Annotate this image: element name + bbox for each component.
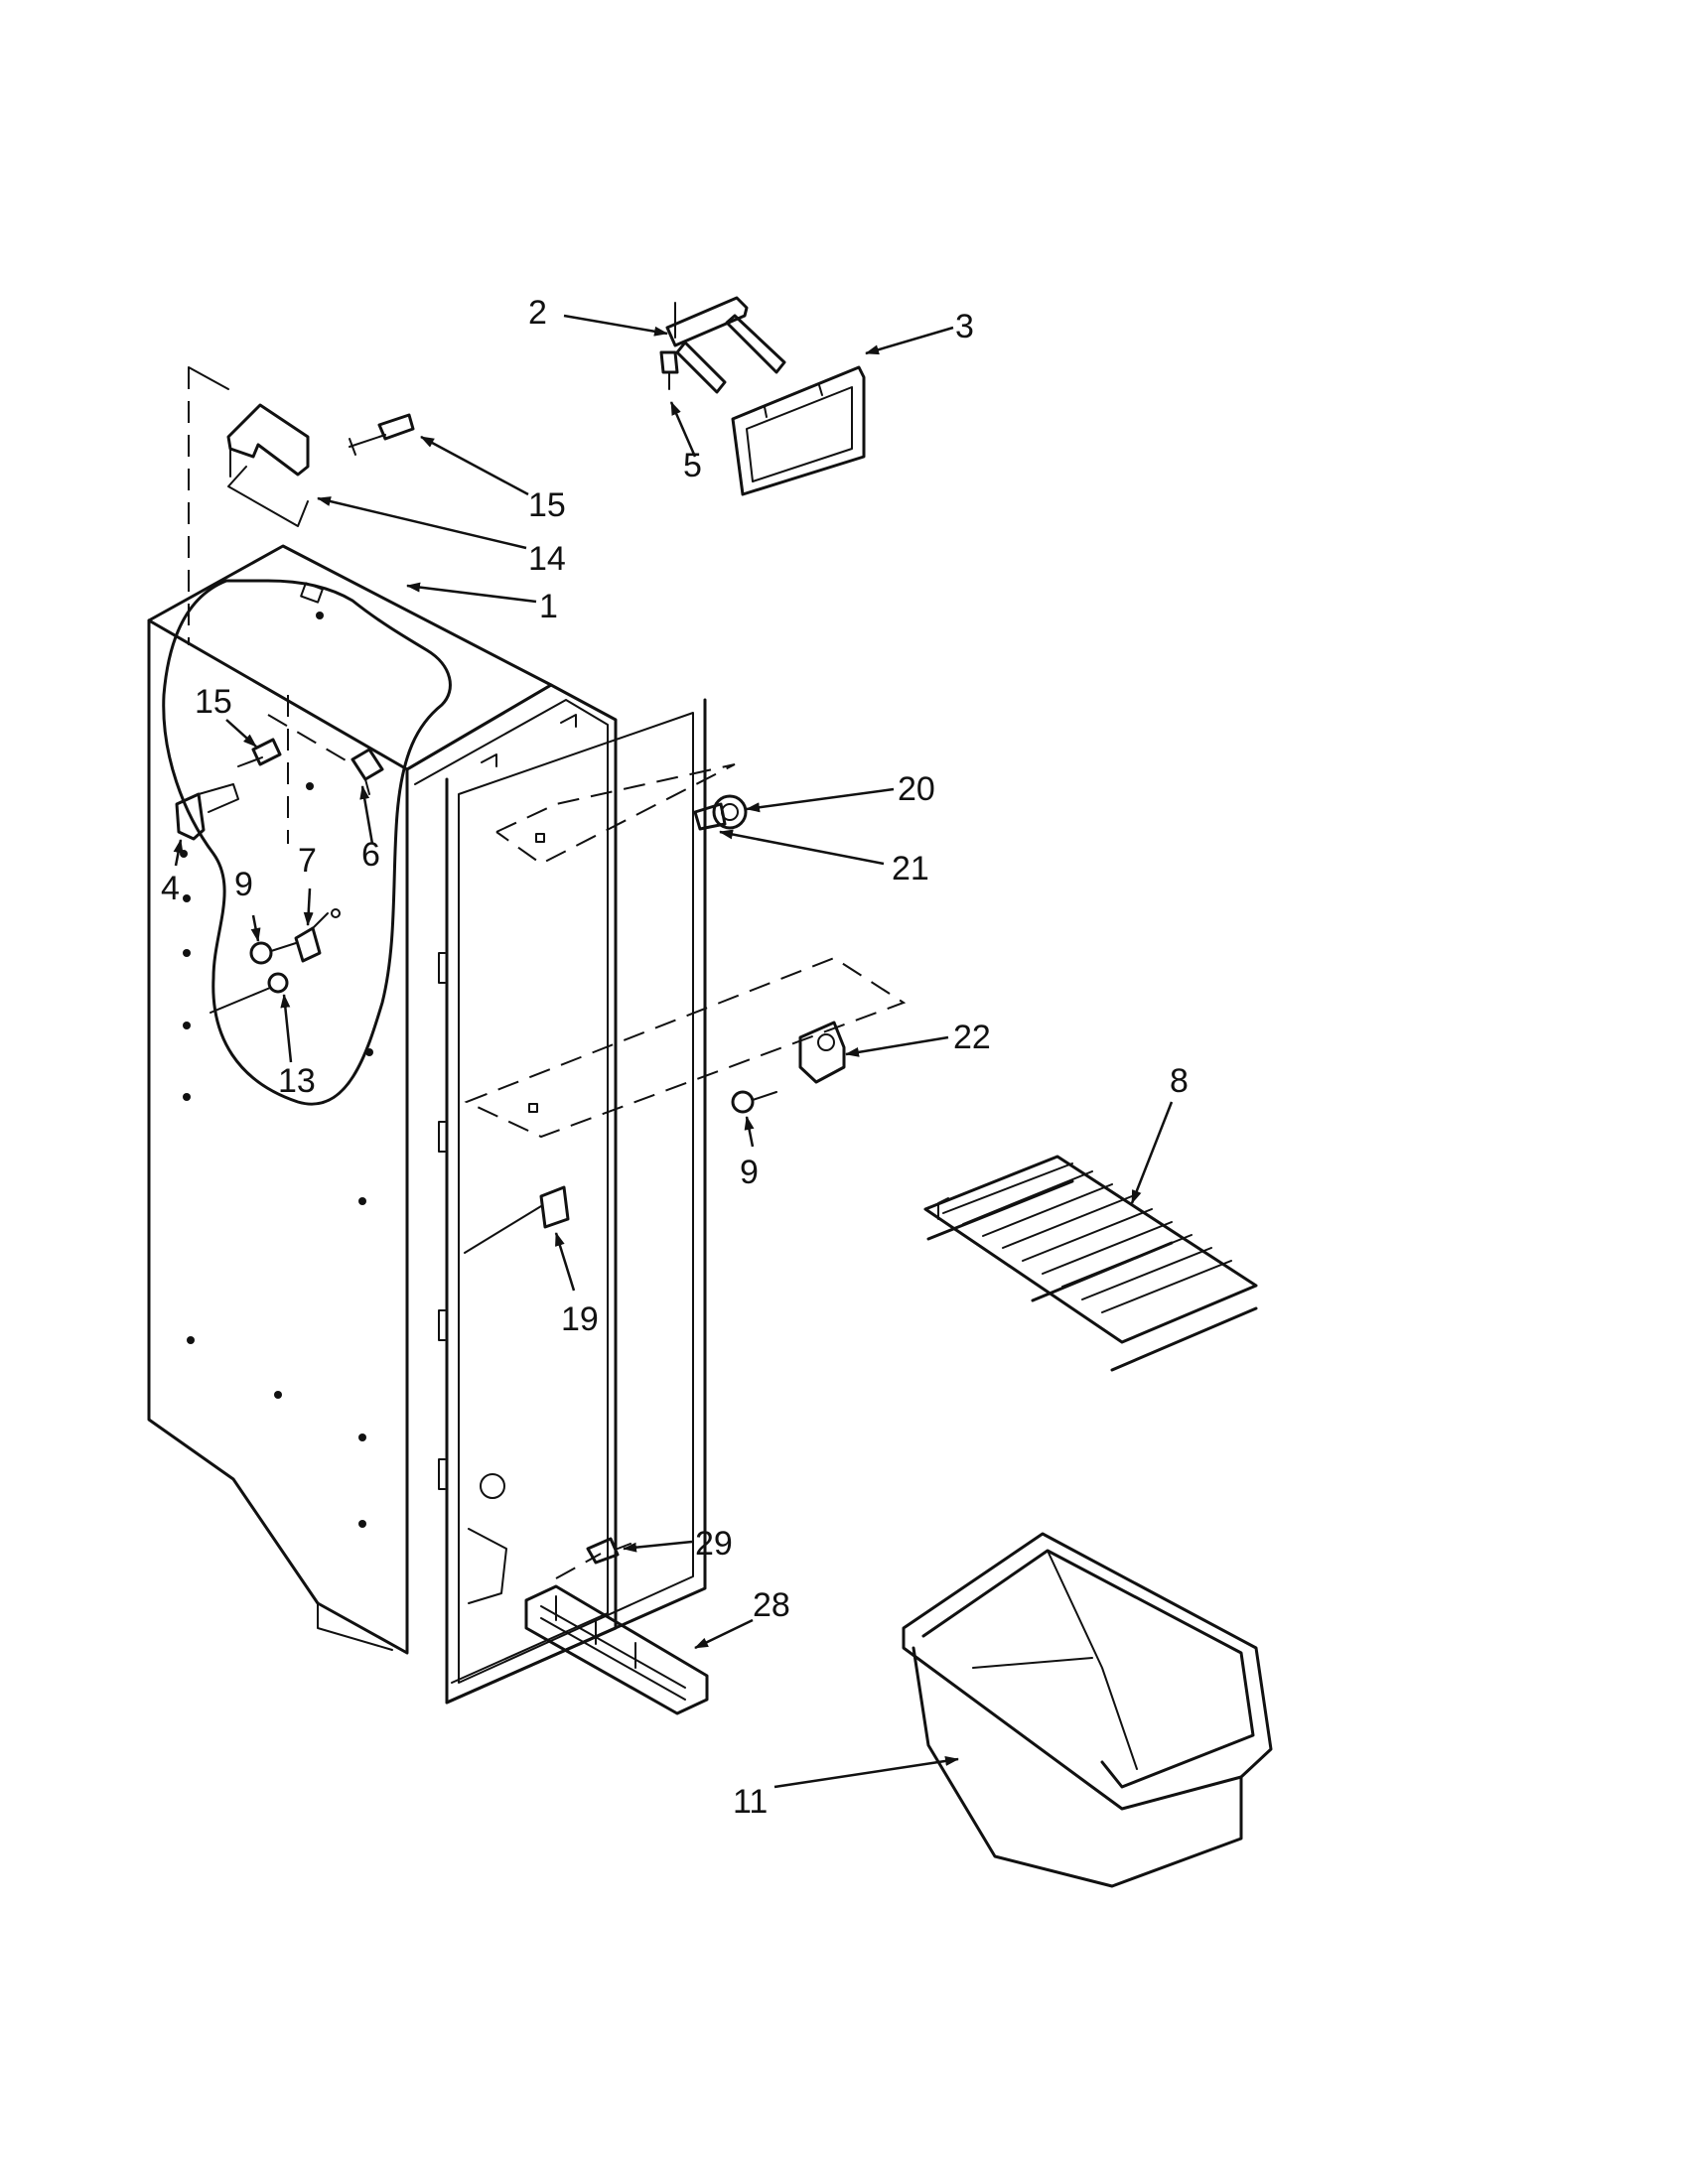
callout-3: 3	[955, 308, 974, 345]
callout-21: 21	[892, 850, 929, 887]
callout-4: 4	[161, 870, 180, 907]
freezer-liner	[147, 544, 707, 1705]
screw-9-right	[731, 1090, 777, 1114]
cover-3	[731, 365, 866, 496]
bracket-4	[175, 783, 239, 841]
callout-15-mid: 15	[195, 683, 232, 721]
switch-19	[464, 1185, 570, 1254]
clip-6	[351, 748, 384, 795]
callout-6: 6	[361, 836, 380, 874]
callouts: 2 3 5 15 14 1 15 6 7 4 9 13 20 21 22 9 8…	[161, 294, 1189, 1821]
callout-11: 11	[733, 1783, 768, 1821]
callout-13: 13	[278, 1062, 316, 1100]
callout-2: 2	[528, 294, 547, 332]
screw-29	[586, 1537, 632, 1565]
callout-19: 19	[561, 1300, 599, 1338]
screw-15-top	[349, 413, 415, 456]
callout-15-top: 15	[528, 486, 566, 524]
callout-9-left: 9	[234, 866, 253, 903]
callout-20: 20	[898, 770, 935, 808]
screw-21	[693, 802, 727, 831]
callout-8: 8	[1170, 1062, 1189, 1100]
callout-29: 29	[695, 1525, 733, 1563]
screw-15-mid	[237, 738, 282, 767]
bulb-20	[712, 794, 748, 830]
leader-lines	[173, 314, 1174, 1789]
callout-5: 5	[683, 447, 702, 484]
bin-11	[902, 1532, 1273, 1888]
bracket-22	[798, 1021, 846, 1084]
part-13	[267, 972, 289, 994]
screw-9-left	[249, 941, 297, 965]
hinge-bracket	[226, 403, 310, 527]
grille-28	[524, 1584, 709, 1715]
callout-14: 14	[528, 540, 566, 578]
callout-1: 1	[539, 588, 558, 625]
wire-shelf-8	[923, 1155, 1258, 1372]
liner-holes	[180, 612, 373, 1528]
screw-5	[659, 350, 679, 390]
thermistor-7	[294, 908, 341, 963]
callout-9-right: 9	[740, 1154, 759, 1191]
callout-28: 28	[753, 1586, 790, 1624]
bracket-2	[665, 296, 786, 394]
callout-7: 7	[298, 842, 317, 880]
callout-22: 22	[953, 1019, 991, 1056]
